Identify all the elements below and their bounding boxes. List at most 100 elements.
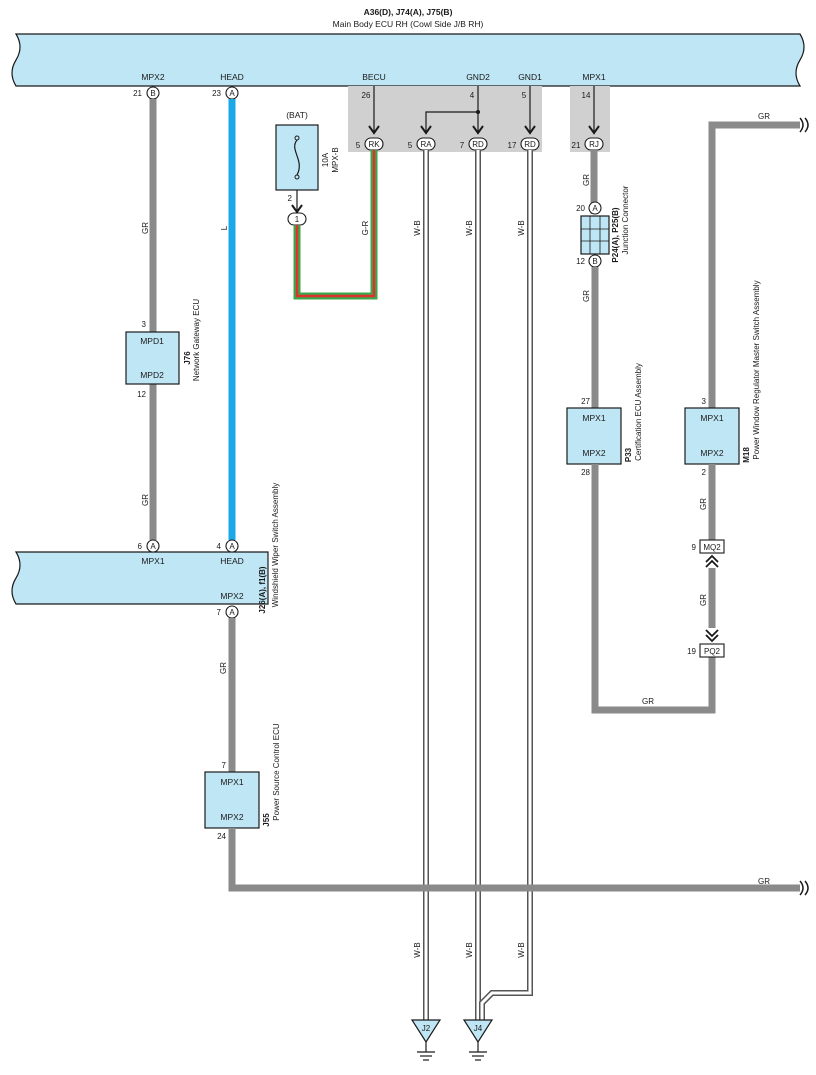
cert-code: P33 (624, 447, 633, 462)
main-ecu-pin-head: 23 (212, 89, 221, 98)
gnd2-branch-arrow-icon (420, 125, 432, 135)
ground-j4-triangle (462, 1019, 494, 1044)
ground-j4-label: J4 (474, 1024, 483, 1033)
main-ecu-codes: A36(D), J74(A), J75(B) (364, 7, 453, 17)
gnd2-arrow-icon (472, 125, 484, 135)
wiper-conn2: A (229, 542, 235, 551)
wire-label-gr-9: GR (758, 877, 770, 886)
junction-conn2: B (592, 257, 597, 266)
main-ecu-term-mpx2: MPX2 (141, 72, 164, 82)
windshield-wiper-switch (11, 551, 269, 605)
wire-label-gr-7: GR (699, 594, 708, 606)
window-code: M18 (742, 447, 751, 463)
power-source-control-ecu (204, 771, 260, 829)
ground-j2-triangle (410, 1019, 442, 1044)
wire-label-w-b-5: W-B (465, 942, 474, 957)
wire-label-gr-6: GR (699, 498, 708, 510)
wire-break-top-icon-2 (804, 117, 809, 133)
wire-label-gr-4: GR (582, 290, 591, 302)
fuse-source: (BAT) (286, 110, 308, 120)
sub-pin-rd2-number: 17 (508, 141, 517, 150)
junction-connector-block (580, 215, 610, 255)
power-pin2: 24 (217, 832, 226, 841)
main-ecu-name: Main Body ECU RH (Cowl Side J/B RH) (333, 19, 484, 29)
wire-label-w-b-2: W-B (465, 220, 474, 235)
pq2-name: PQ2 (704, 647, 721, 656)
wire-label-gr-3: GR (582, 174, 591, 186)
mpx1-arrow-icon (588, 125, 600, 135)
power-window-master-switch (684, 407, 740, 465)
wire-g-r-stripe (295, 150, 376, 298)
junction-code: P24(A), P25(B) (611, 207, 620, 262)
main-ecu-term-mpx1: MPX1 (582, 72, 605, 82)
wire-gr-cert-pq2 (591, 464, 716, 714)
window-name: Power Window Regulator Master Switch Ass… (752, 280, 761, 459)
ngw-name: Network Gateway ECU (192, 299, 201, 381)
wire-label-w-b-4: W-B (413, 942, 422, 957)
wire-gr-top-right (708, 121, 800, 408)
wire-label-gr-5: GR (642, 697, 654, 706)
sub-pin-ra-number: 5 (408, 141, 413, 150)
fuse-rating: 10A (321, 152, 330, 167)
main-ecu-conn-mpx2: B (150, 89, 155, 98)
wiper-pin3: 7 (217, 608, 222, 617)
gnd2-junction-dot (476, 110, 480, 114)
wiper-pin1: 6 (138, 542, 143, 551)
main-ecu-pin-mpx2: 21 (133, 89, 142, 98)
sub-pin-rk-number: 5 (356, 141, 361, 150)
main-ecu-term-gnd2: GND2 (466, 72, 490, 82)
fuse-pin-top: 2 (288, 194, 293, 203)
main-ecu-term-gnd1: GND1 (518, 72, 542, 82)
wire-break-top-icon (799, 117, 804, 133)
connector-mq2-box (699, 539, 725, 554)
cert-pin1: 27 (581, 397, 590, 406)
wire-label-gr-2: GR (141, 494, 150, 506)
main-ecu-term-becu: BECU (362, 72, 386, 82)
wire-label-g-r: G-R (361, 220, 370, 235)
main-ecu-pin-mpx1: 14 (582, 91, 591, 100)
wiper-conn-a2-badge (225, 539, 239, 553)
network-gateway-ecu (125, 331, 180, 385)
wire-label-w-b-6: W-B (517, 942, 526, 957)
sub-pin-rj-number: 21 (572, 141, 581, 150)
window-term2: MPX2 (700, 448, 723, 458)
main-ecu-block (11, 33, 805, 87)
main-ecu-pin-becu: 26 (362, 91, 371, 100)
ground-j2-label: J2 (422, 1024, 431, 1033)
junction-name: Junction Connector (621, 185, 630, 254)
gnd2-branch-line (425, 111, 478, 132)
power-pin1: 7 (222, 761, 227, 770)
gnd1-arrow-icon (524, 125, 536, 135)
junction-pin1: 20 (576, 204, 585, 213)
wiper-conn3: A (229, 608, 235, 617)
cert-name: Certification ECU Assembly (634, 363, 643, 461)
becu-arrow-icon (368, 125, 380, 135)
wiper-term1: MPX1 (141, 556, 164, 566)
wiper-pin2: 4 (217, 542, 222, 551)
window-term1: MPX1 (700, 413, 723, 423)
fuse-element-icon (294, 139, 300, 176)
power-term1: MPX1 (220, 777, 243, 787)
wiper-name: Windshield Wiper Switch Assembly (271, 483, 280, 607)
sub-pin-rj-conn: RJ (589, 140, 599, 149)
wire-label-l: L (220, 225, 229, 230)
main-ecu-pin-gnd1: 5 (522, 91, 527, 100)
mq2-pin: 9 (692, 543, 697, 552)
wire-label-gr-top: GR (758, 112, 770, 121)
pq2-pin: 19 (687, 647, 696, 656)
sub-pin-rd1-number: 7 (460, 141, 465, 150)
ngw-code: J76 (183, 351, 192, 365)
power-code: J55 (262, 813, 271, 827)
window-pin2: 2 (702, 468, 707, 477)
junction-pin2: 12 (576, 257, 585, 266)
wiper-conn-a1-badge (146, 539, 160, 553)
wire-label-gr-1: GR (141, 222, 150, 234)
sub-pin-rk-conn: RK (368, 140, 380, 149)
fuse-pin-conn: 1 (295, 215, 300, 224)
fuse-arrow-icon (291, 204, 303, 214)
power-name: Power Source Control ECU (272, 723, 281, 821)
junction-conn-a-badge (588, 201, 602, 215)
wire-label-w-b-3: W-B (517, 220, 526, 235)
ngw-pin1: 3 (142, 320, 147, 329)
